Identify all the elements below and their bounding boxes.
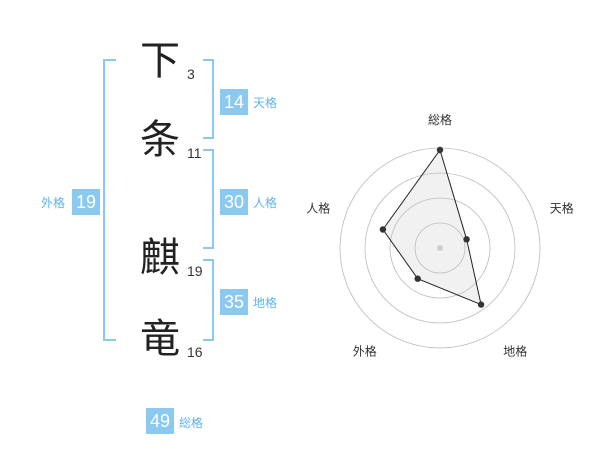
- character-4: 竜: [140, 316, 180, 362]
- gaikaku-label: 外格: [41, 196, 66, 210]
- radar-axis-label: 天格: [550, 200, 574, 215]
- radar-axis-label: 外格: [353, 344, 377, 359]
- tenkaku-label: 天格: [253, 96, 278, 110]
- gaikaku-value: 19: [72, 189, 100, 215]
- radar-axis-label: 総格: [428, 112, 452, 127]
- character-3: 麒: [140, 235, 180, 281]
- stroke-count-4: 16: [187, 344, 203, 360]
- radar-point-3: [477, 301, 485, 308]
- tenkaku-bracket: [203, 59, 214, 139]
- chikaku-bracket: [203, 259, 214, 341]
- radar-ring: [414, 222, 466, 274]
- radar-axis-label: 地格: [503, 344, 527, 359]
- jinkaku-bracket: [203, 149, 214, 249]
- radar-point-1: [436, 146, 444, 154]
- character-1: 下: [140, 38, 180, 84]
- character-2: 条: [140, 117, 180, 163]
- jinkaku-value: 30: [220, 189, 248, 215]
- chikaku-value: 35: [220, 289, 248, 315]
- tenkaku-value: 14: [220, 89, 248, 115]
- radar-series-polygon: [382, 148, 482, 306]
- radar-point-4: [414, 275, 421, 282]
- radar-center-dot: [437, 245, 443, 251]
- stroke-count-3: 19: [187, 263, 203, 279]
- radar-point-2: [463, 236, 470, 243]
- stroke-count-1: 3: [187, 66, 195, 82]
- radar-axis-label: 人格: [306, 200, 330, 215]
- jinkaku-label: 人格: [253, 196, 278, 210]
- radar-point-5: [379, 226, 387, 233]
- chikaku-label: 地格: [253, 296, 278, 310]
- radar-ring: [389, 197, 491, 299]
- soukaku-value: 49: [146, 408, 174, 434]
- stroke-count-2: 11: [187, 145, 202, 161]
- radar-ring: [364, 172, 516, 324]
- soukaku-label: 総格: [179, 416, 204, 430]
- gaikaku-bracket: [103, 59, 116, 341]
